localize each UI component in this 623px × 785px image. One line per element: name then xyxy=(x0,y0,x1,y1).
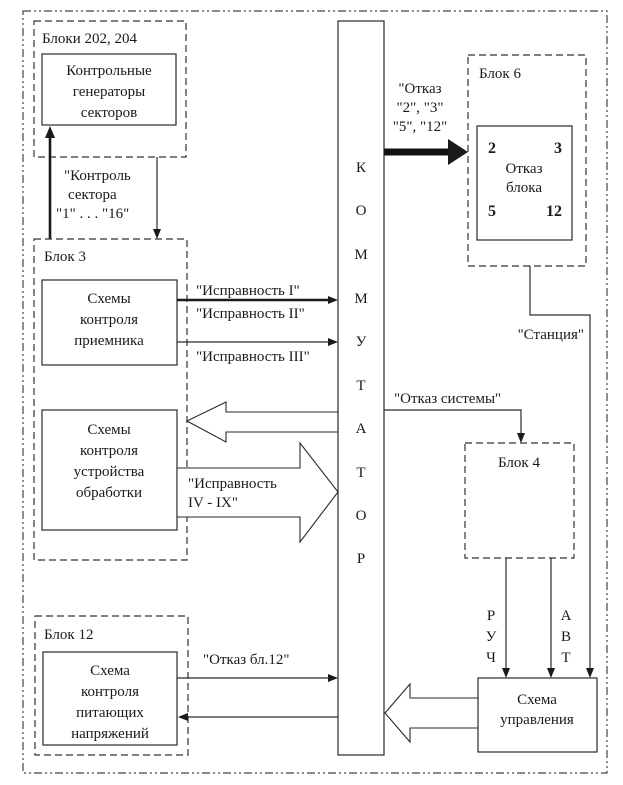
processing-control-line-1: Схемы xyxy=(87,422,130,438)
block-fail-box xyxy=(476,125,573,241)
line-system-fail xyxy=(384,409,522,435)
block-fail-number-2: 2 xyxy=(488,140,496,157)
commutator-letter: У xyxy=(356,334,367,350)
arrow-health-1-2-head xyxy=(328,296,338,304)
commutator-letter: О xyxy=(356,508,367,524)
signal-block-fail-line-3: "5", "12" xyxy=(393,119,448,135)
block-6-label: Блок 6 xyxy=(479,66,521,82)
block-3-label: Блок 3 xyxy=(44,249,86,265)
arrow-to-power-control-head xyxy=(178,713,188,721)
signal-health-1: "Исправность I" xyxy=(196,283,300,299)
signal-fail-12: "Отказ бл.12" xyxy=(203,652,290,668)
hollow-arrow-health-4-9 xyxy=(176,441,339,544)
sector-generators-line-3: секторов xyxy=(81,105,138,121)
block-4-label: Блок 4 xyxy=(498,455,540,471)
commutator-letter: О xyxy=(356,203,367,219)
line-manual-head xyxy=(502,668,510,678)
block-12-boundary xyxy=(34,615,189,756)
block-3-boundary xyxy=(33,238,188,561)
block-fail-number-12: 12 xyxy=(546,203,562,220)
power-control-line-3: питающих xyxy=(76,705,144,721)
control-scheme: Схема управления xyxy=(477,677,598,753)
line-station-head xyxy=(586,668,594,678)
manual-letter: У xyxy=(486,629,497,645)
power-control-line-4: напряжений xyxy=(71,726,149,742)
arrow-fail-12-head xyxy=(328,674,338,682)
receiver-control-line-1: Схемы xyxy=(87,291,130,307)
blocks-202-204-label: Блоки 202, 204 xyxy=(42,31,137,47)
arrow-sector-control-head xyxy=(153,229,161,239)
signal-station: "Станция" xyxy=(518,327,584,343)
line-auto-head xyxy=(547,668,555,678)
hollow-arrow-to-processing xyxy=(185,401,339,443)
commutator-box xyxy=(337,20,385,756)
arrow-to-generators-head xyxy=(45,126,55,138)
block-fail-line-2: блока xyxy=(506,180,542,196)
commutator-letter: М xyxy=(354,291,367,307)
signal-health-4-9-line-1: "Исправность xyxy=(188,476,277,492)
block-4: Блок 4 xyxy=(464,442,575,559)
receiver-control-line-2: контроля xyxy=(80,312,138,328)
commutator-letter: Т xyxy=(356,465,365,481)
commutator-letter: Р xyxy=(357,551,365,567)
signal-health-4-9-line-2: IV - IX" xyxy=(188,495,238,511)
processing-control-box xyxy=(41,409,178,531)
line-station xyxy=(529,266,591,670)
block-fail-number-3: 3 xyxy=(554,140,562,157)
control-scheme-line-1: Схема xyxy=(517,692,557,708)
sector-generators-line-1: Контрольные xyxy=(66,63,152,79)
block-fail-number-5: 5 xyxy=(488,203,496,220)
power-control-line-2: контроля xyxy=(81,684,139,700)
signal-block-fail-line-2: "2", "3" xyxy=(397,100,444,116)
processing-control-line-4: обработки xyxy=(76,485,142,501)
manual-letter: Р xyxy=(487,608,495,624)
commutator-letter: Т xyxy=(356,378,365,394)
line-system-fail-head xyxy=(517,433,525,443)
blocks-202-204-boundary xyxy=(33,20,187,158)
manual-letter: Ч xyxy=(486,650,496,666)
block-fail-line-1: Отказ xyxy=(505,161,542,177)
signal-health-2: "Исправность II" xyxy=(196,306,305,322)
processing-control-line-2: контроля xyxy=(80,443,138,459)
sector-generators-box xyxy=(41,53,177,126)
outer-system-boundary xyxy=(22,10,608,774)
hollow-arrow-control-to-commutator xyxy=(384,682,479,744)
block-6-boundary xyxy=(467,54,587,267)
arrow-block-fail-head xyxy=(448,139,468,165)
signal-sector-line-2: сектора xyxy=(68,187,117,203)
signal-system-fail: "Отказ системы" xyxy=(394,391,501,407)
control-scheme-line-2: управления xyxy=(500,712,574,728)
commutator: К О М М У Т А Т О Р xyxy=(337,20,385,756)
arrow-health-3-head xyxy=(328,338,338,346)
receiver-control-line-3: приемника xyxy=(74,333,144,349)
block-6: Блок 6 2 3 Отказ блока 5 12 xyxy=(467,54,587,267)
processing-control-line-3: устройства xyxy=(74,464,145,480)
auto-letter: Т xyxy=(561,650,570,666)
blocks-202-204: Блоки 202, 204 Контрольные генераторы се… xyxy=(33,20,187,158)
power-control-box xyxy=(42,651,178,746)
block-4-boundary xyxy=(464,442,575,559)
signal-sector-line-3: "1" . . . "16" xyxy=(56,206,129,222)
block-12-label: Блок 12 xyxy=(44,627,93,643)
commutator-letter: А xyxy=(356,421,367,437)
commutator-letter: К xyxy=(356,160,367,176)
block-12: Блок 12 Схема контроля питающих напряжен… xyxy=(34,615,189,756)
commutator-letter: М xyxy=(354,247,367,263)
signal-sector-line-1: "Контроль xyxy=(64,168,131,184)
signal-block-fail-line-1: "Отказ xyxy=(398,81,441,97)
signal-health-3: "Исправность III" xyxy=(196,349,310,365)
block-3: Блок 3 Схемы контроля приемника Схемы ко… xyxy=(33,238,188,561)
auto-letter: А xyxy=(561,608,572,624)
auto-letter: В xyxy=(561,629,571,645)
power-control-line-1: Схема xyxy=(90,663,130,679)
receiver-control-box xyxy=(41,279,178,366)
sector-generators-line-2: генераторы xyxy=(73,84,146,100)
